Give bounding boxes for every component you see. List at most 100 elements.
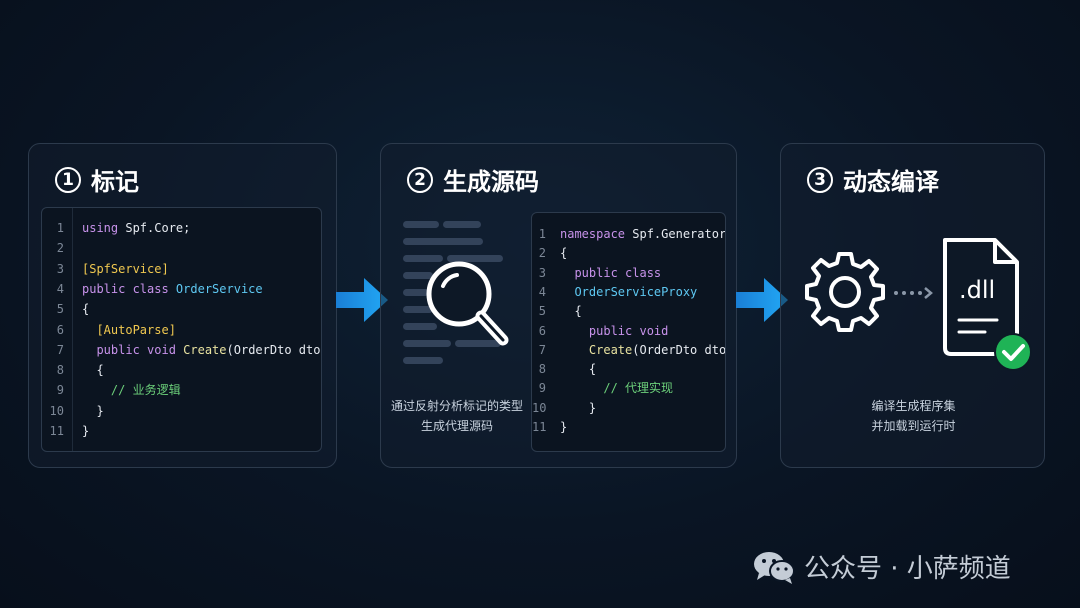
panel-mark: 1 标记 1 using Spf.Core; 2 3 [SpfService] 4 publ… — [28, 143, 337, 468]
code-line: 2{ — [532, 243, 725, 263]
dll-label: .dll — [959, 276, 996, 304]
channel-name: 公众号 · 小萨频道 — [804, 554, 1011, 584]
line-text: Create(OrderDto dto) — [560, 340, 725, 360]
line-text: { — [560, 243, 567, 263]
step-title: 标记 — [91, 168, 139, 196]
line-number: 2 — [56, 241, 64, 256]
code-token: { — [82, 363, 104, 378]
right-arrow-icon — [336, 278, 388, 322]
line-number: 9 — [56, 383, 64, 398]
check-icon — [994, 333, 1032, 371]
code-line: 4 public class OrderService — [42, 279, 321, 299]
line-number: 10 — [49, 403, 64, 418]
line-text: [AutoParse] — [82, 320, 176, 340]
code-token: (OrderDto dto) — [226, 342, 322, 357]
gear-icon — [805, 252, 885, 332]
code-line: 6 [AutoParse] — [42, 320, 321, 340]
line-text: public void — [560, 321, 668, 341]
step-title: 生成源码 — [443, 168, 539, 196]
magnifier-icon — [426, 261, 509, 346]
line-text: } — [560, 417, 567, 437]
code-token: [SpfService] — [82, 261, 169, 276]
code-token: public class — [82, 281, 176, 296]
line-text: } — [82, 401, 104, 421]
line-number: 7 — [538, 342, 546, 357]
caption-line: 通过反射分析标记的类型 — [390, 399, 523, 413]
code-token: using — [82, 221, 126, 235]
caption-line: 并加载到运行时 — [871, 419, 956, 433]
code-line: 5 { — [532, 301, 725, 321]
line-number: 10 — [532, 400, 547, 415]
code-line: 11} — [532, 417, 725, 437]
code-line: 8 { — [42, 360, 321, 380]
code-token: namespace — [560, 227, 633, 241]
line-text: } — [82, 421, 89, 441]
line-number: 3 — [56, 261, 64, 276]
code-line: 9 // 代理实现 — [532, 378, 725, 398]
code-token: { — [560, 246, 568, 261]
code-token: OrderServiceProxy — [560, 284, 698, 299]
dotted-arrow-icon — [894, 287, 933, 299]
channel-watermark: 公众号 · 小萨频道 — [752, 548, 1011, 585]
code-token: { — [560, 362, 597, 377]
line-number: 8 — [538, 362, 546, 377]
code-token: } — [82, 424, 90, 438]
code-token: public void — [82, 342, 184, 357]
right-arrow-icon — [736, 278, 788, 322]
line-number: 5 — [56, 302, 64, 317]
caption-line: 编译生成程序集 — [871, 399, 956, 413]
line-number: 4 — [538, 284, 546, 299]
line-text: using Spf.Core; — [82, 218, 190, 238]
code-line: 1 namespace Spf.Generators — [532, 224, 725, 244]
line-number: 6 — [56, 322, 64, 337]
line-number: 2 — [538, 246, 546, 261]
code-token: Create — [560, 342, 633, 357]
code-line: 10 } — [532, 398, 725, 418]
step-number: 2 — [407, 166, 433, 193]
line-number: 4 — [56, 281, 64, 296]
code-line: 5{ — [42, 299, 321, 319]
code-token: OrderService — [175, 281, 263, 296]
code-token: Spf.Core; — [125, 221, 191, 235]
line-text: public void Create(OrderDto dto) — [82, 340, 322, 360]
caption-line: 生成代理源码 — [420, 419, 493, 433]
code-token: Spf.Generators — [632, 227, 726, 241]
line-text: public class OrderService — [82, 279, 263, 299]
line-text: } — [560, 398, 596, 418]
code-token: [AutoParse] — [82, 322, 176, 337]
code-token: } — [560, 420, 568, 434]
line-text: { — [82, 299, 89, 319]
line-text: { — [560, 359, 596, 379]
code-line: 1 using Spf.Core; — [42, 218, 321, 238]
code-line: 2 — [42, 238, 321, 258]
line-number: 11 — [49, 424, 64, 438]
line-number: 1 — [56, 221, 64, 235]
code-token: { — [560, 304, 582, 319]
line-number: 5 — [538, 304, 546, 319]
line-text: OrderServiceProxy — [560, 282, 697, 302]
line-text: namespace Spf.Generators — [560, 224, 726, 244]
code-token: public void — [560, 323, 669, 338]
panel-title: 3 动态编译 — [807, 162, 939, 197]
code-block-original: 1 using Spf.Core; 2 3 [SpfService] 4 public cl… — [41, 207, 322, 452]
code-token: // 代理实现 — [560, 381, 674, 396]
code-token: { — [82, 302, 90, 317]
step-title: 动态编译 — [843, 168, 939, 196]
line-number: 1 — [538, 227, 546, 241]
panel-title: 1 标记 — [55, 162, 139, 197]
line-number: 3 — [538, 265, 546, 280]
line-text: public class — [560, 263, 661, 283]
line-text: [SpfService] — [82, 259, 169, 279]
line-number: 9 — [538, 381, 546, 396]
line-number: 7 — [56, 342, 64, 357]
code-line: 4 OrderServiceProxy — [532, 282, 725, 302]
code-line: 3 public class — [532, 263, 725, 283]
code-line: 7 public void Create(OrderDto dto) — [42, 340, 321, 360]
code-token: // 业务逻辑 — [82, 383, 181, 398]
line-gutter — [42, 208, 73, 451]
code-token: public class — [560, 265, 662, 280]
line-number: 11 — [532, 420, 547, 434]
code-line: 6 public void — [532, 321, 725, 341]
code-token: } — [82, 403, 104, 418]
